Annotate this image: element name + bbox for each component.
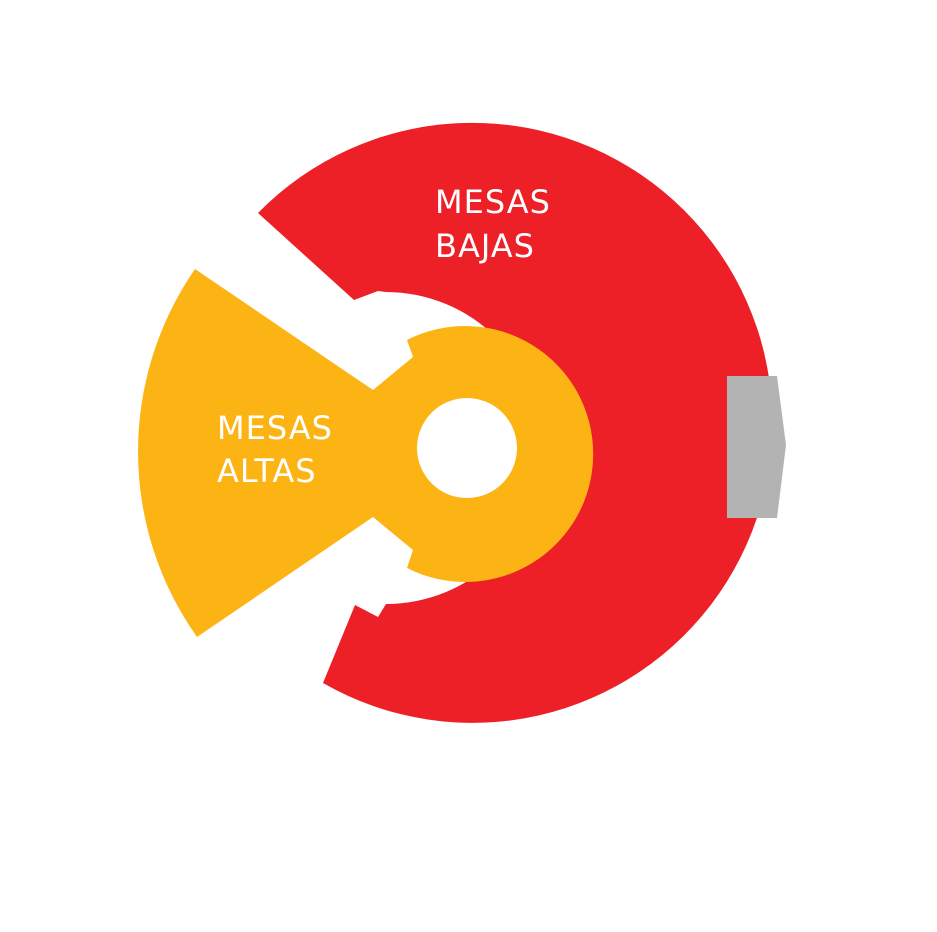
section-mesas-altas[interactable] [138, 269, 594, 637]
label-mesas-bajas-line2: BAJAS [435, 227, 535, 265]
label-mesas-bajas-line1: MESAS [435, 183, 551, 221]
label-mesas-altas-line2: ALTAS [217, 452, 317, 490]
stage-block[interactable] [727, 376, 786, 518]
section-mesas-bajas[interactable] [258, 122, 773, 723]
label-mesas-altas-line1: MESAS [217, 409, 333, 447]
center-hole [417, 398, 517, 498]
